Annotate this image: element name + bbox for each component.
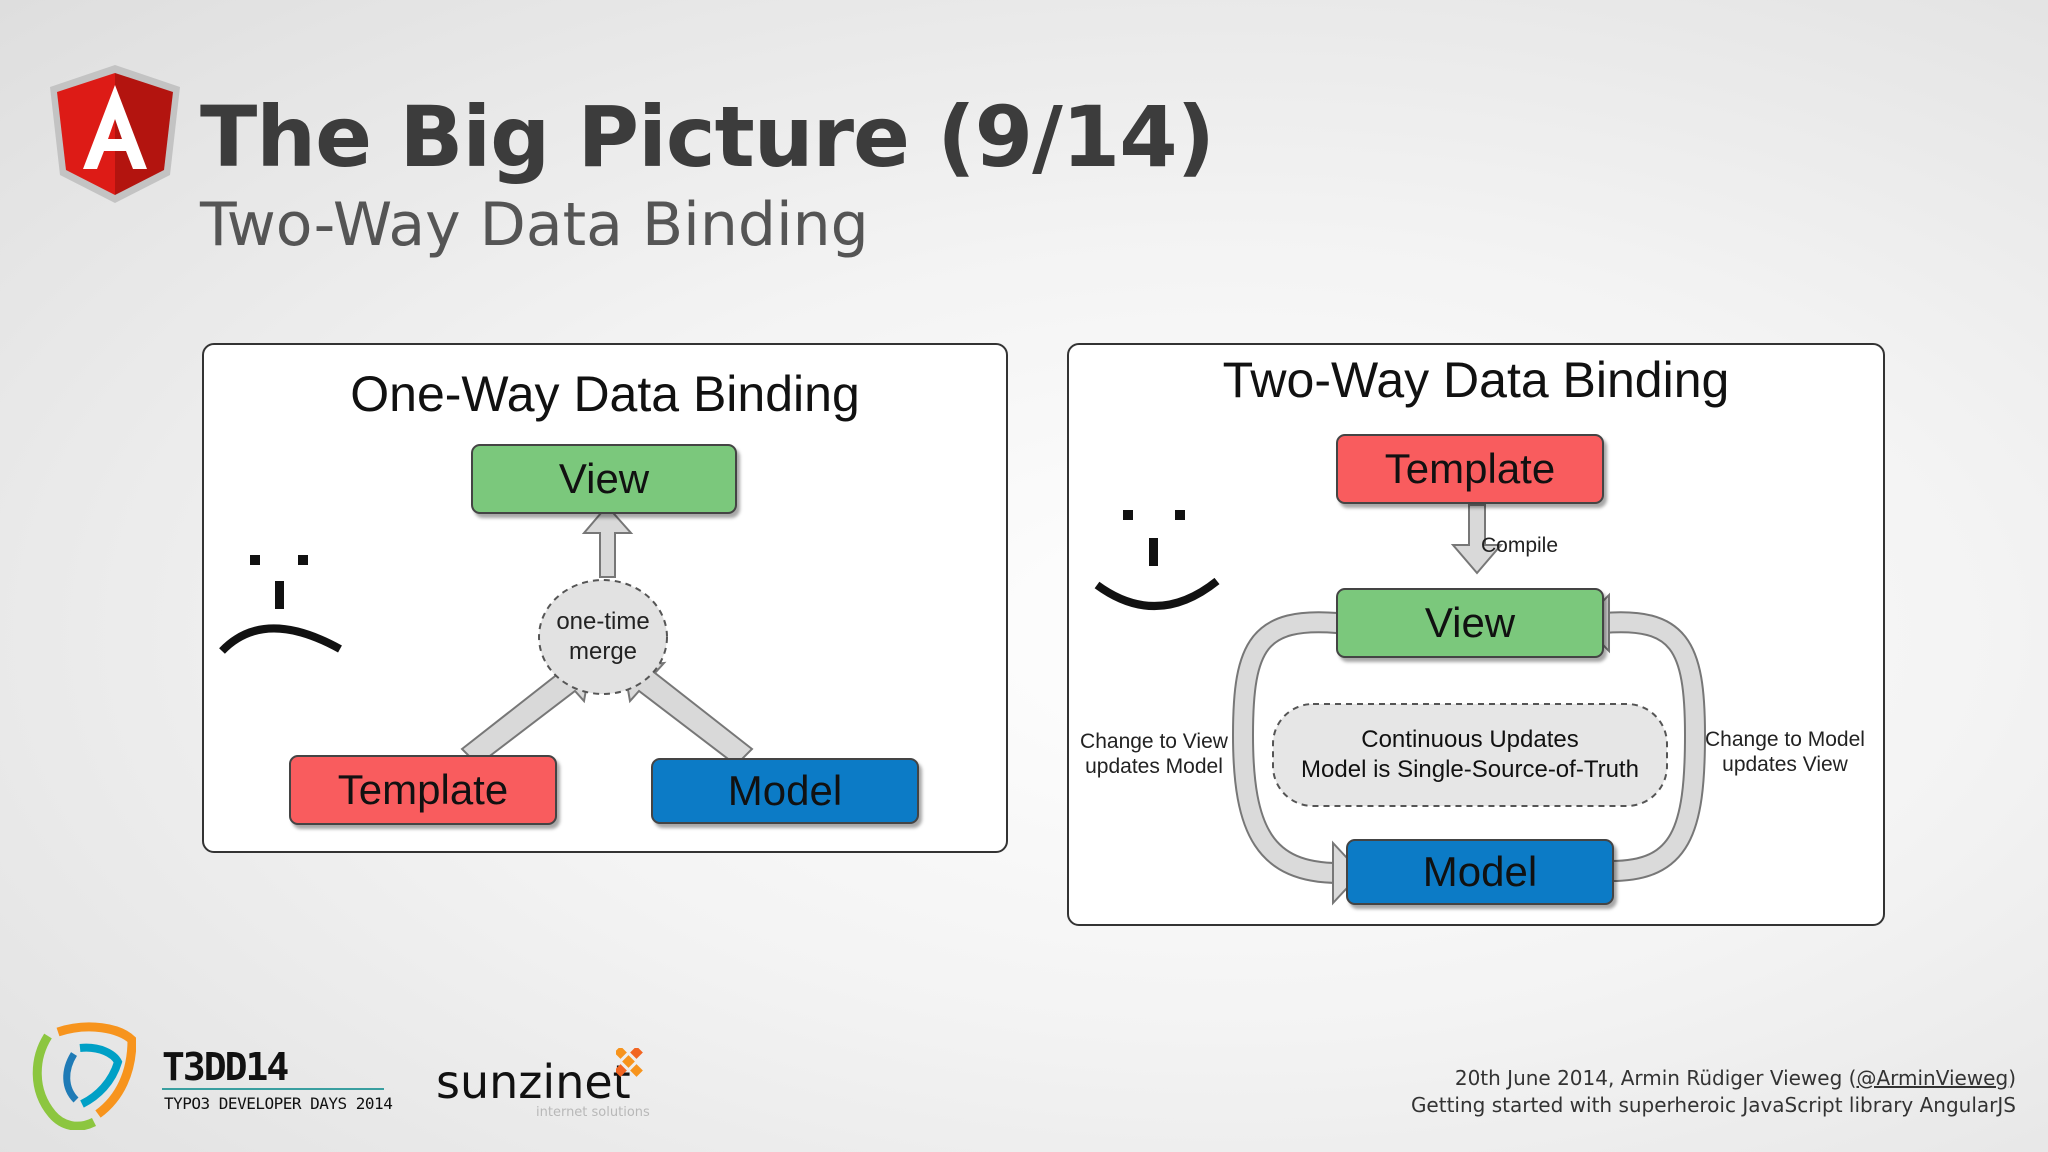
- face-eye-icon: [298, 555, 308, 565]
- t3dd-subtitle: TYPO3 DEVELOPER DAYS 2014: [164, 1094, 393, 1113]
- two-way-title: Two-Way Data Binding: [1222, 352, 1730, 408]
- change-model-label: Change to Model updates View: [1705, 727, 1865, 777]
- continuous-updates-line1: Continuous Updates: [1361, 726, 1579, 753]
- compile-arrow-icon: [1450, 504, 1504, 575]
- up-arrow-icon: [581, 504, 634, 578]
- one-way-binding-panel: One-Way Data Binding View Template Model…: [202, 343, 1008, 853]
- model-box: Model: [1346, 839, 1614, 905]
- template-box: Template: [1336, 434, 1604, 504]
- change-view-label: Change to View updates Model: [1079, 729, 1229, 779]
- twitter-handle-link[interactable]: @ArminVieweg: [1856, 1066, 2009, 1090]
- face-eye-icon: [1123, 510, 1133, 520]
- continuous-updates-box: [1272, 703, 1668, 807]
- t3dd-name: T3DD14: [162, 1045, 289, 1089]
- template-box: Template: [289, 755, 557, 825]
- continuous-updates-line2: Model is Single-Source-of-Truth: [1301, 756, 1639, 783]
- model-box: Model: [651, 758, 919, 824]
- view-box: View: [1336, 588, 1604, 658]
- merge-circle: [538, 579, 668, 695]
- footer-talk-line: Getting started with superheroic JavaScr…: [1410, 1093, 2016, 1117]
- footer-author-prefix: 20th June 2014, Armin Rüdiger Vieweg (: [1454, 1066, 1857, 1090]
- two-way-binding-panel: Two-Way Data Binding Template Compile Vi…: [1067, 343, 1885, 926]
- slide-subtitle: Two-Way Data Binding: [200, 190, 869, 260]
- t3dd-logo-icon: [32, 1022, 136, 1130]
- footer-author-suffix: ): [2008, 1066, 2016, 1090]
- one-way-arrows: [219, 504, 754, 767]
- merge-label-line2: merge: [568, 638, 638, 665]
- sunzinet-mark-icon: [616, 1048, 643, 1077]
- sad-mouth-icon: [219, 624, 342, 654]
- sunzinet-logo-text: sunzinet: [436, 1055, 631, 1109]
- merge-label-line1: one-time: [556, 608, 650, 635]
- face-eye-icon: [1175, 510, 1185, 520]
- change-model-line1: Change to Model: [1705, 728, 1865, 751]
- face-nose-icon: [275, 581, 284, 609]
- view-box: View: [471, 444, 737, 514]
- face-eye-icon: [250, 555, 260, 565]
- change-view-line1: Change to View: [1080, 730, 1228, 753]
- change-model-line2: updates View: [1722, 753, 1848, 776]
- one-way-title: One-Way Data Binding: [350, 366, 860, 422]
- continuous-updates-label: Continuous Updates Model is Single-Sourc…: [1273, 725, 1667, 785]
- merge-label: one-time merge: [539, 607, 667, 667]
- slide-title: The Big Picture (9/14): [200, 88, 1215, 186]
- sunzinet-tagline: internet solutions: [536, 1105, 650, 1120]
- angular-logo: [50, 65, 180, 203]
- face-nose-icon: [1149, 538, 1158, 566]
- happy-mouth-icon: [1094, 577, 1220, 610]
- footer-author-line: 20th June 2014, Armin Rüdiger Vieweg (@A…: [1455, 1066, 2016, 1090]
- change-view-line2: updates Model: [1085, 755, 1223, 778]
- t3dd-divider: [162, 1088, 384, 1090]
- compile-label: Compile: [1481, 534, 1559, 557]
